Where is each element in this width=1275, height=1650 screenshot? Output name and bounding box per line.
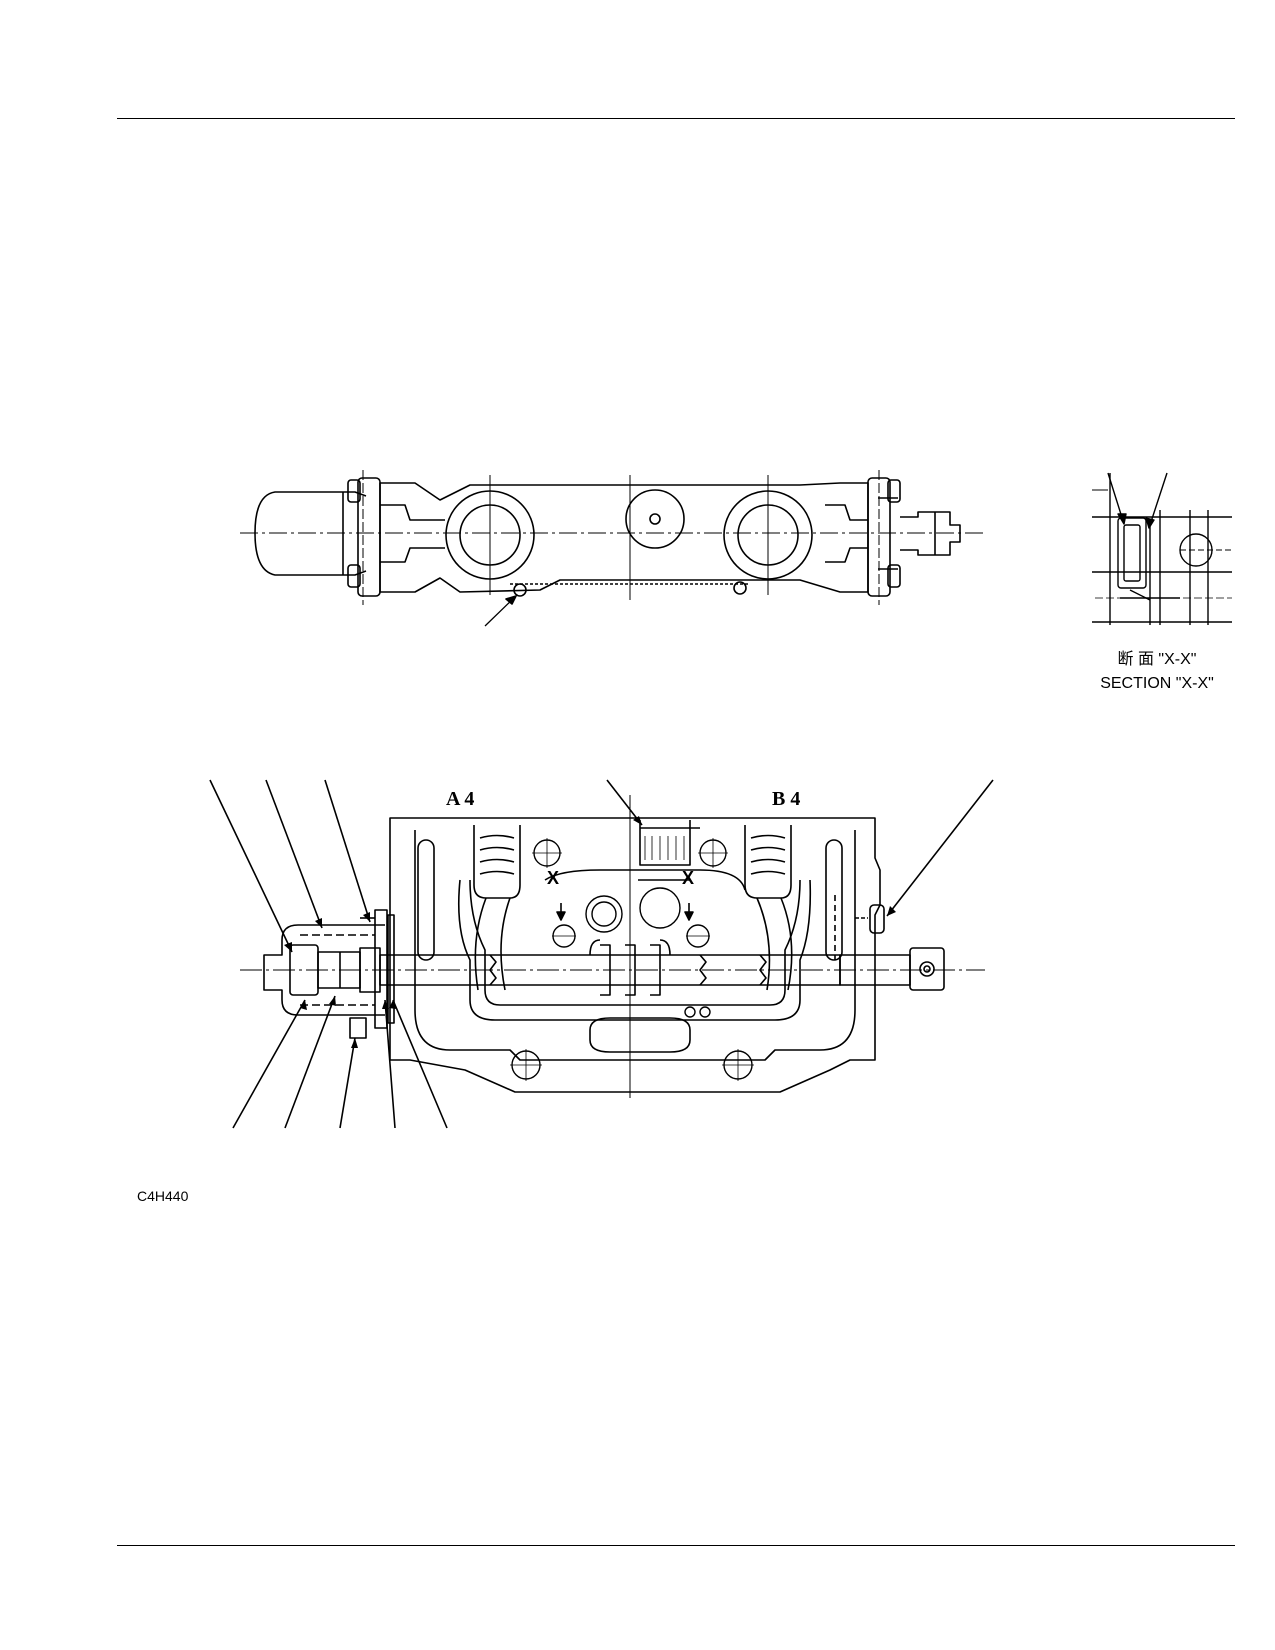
section-label-jp: 断 面 "X-X" — [1117, 651, 1197, 668]
port-label-a4: A 4 — [446, 788, 475, 810]
section-x-x — [1092, 472, 1232, 625]
section-label-en: SECTION "X-X" — [1100, 675, 1214, 692]
header-rule — [117, 118, 1235, 119]
section-mark-left: X — [547, 868, 560, 888]
section-mark-right: X — [682, 868, 695, 888]
footer-rule — [117, 1545, 1235, 1546]
figure-id: C4H440 — [137, 1188, 189, 1204]
main-view — [209, 779, 994, 1129]
top-view — [240, 470, 985, 627]
port-label-b4: B 4 — [772, 788, 801, 810]
